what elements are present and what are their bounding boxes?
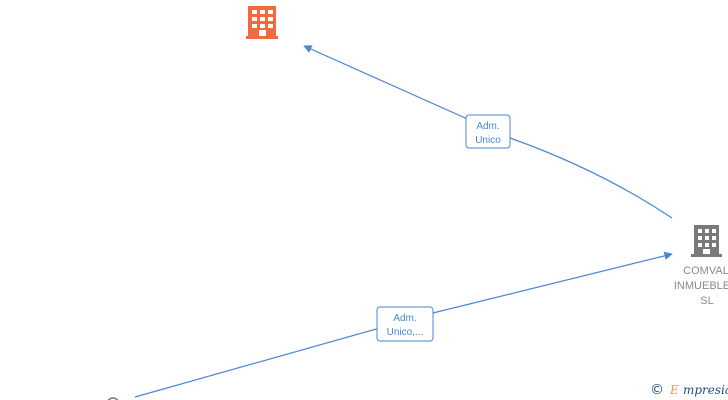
edge-label-adm-unico[interactable]: Adm. Unico bbox=[465, 114, 511, 149]
brand-initial: E bbox=[669, 383, 679, 397]
edge-label-line-1: Adm. bbox=[476, 121, 499, 132]
company-name-line-3: SL bbox=[700, 295, 713, 307]
copyright-icon: © bbox=[650, 382, 664, 398]
building-icon bbox=[246, 6, 278, 39]
edge-line-comval-to-top-company bbox=[303, 45, 673, 219]
person-icon bbox=[107, 397, 119, 400]
company-node-top[interactable] bbox=[246, 6, 278, 39]
edge-label-adm-unico-more[interactable]: Adm. Unico,... bbox=[376, 306, 434, 342]
edge-label-box bbox=[376, 306, 434, 342]
company-node-comval[interactable]: COMVAL INMUEBLE SL bbox=[674, 225, 728, 307]
edge-label-line-2: Unico,... bbox=[387, 327, 424, 338]
empresia-watermark: © E mpresia bbox=[650, 382, 728, 398]
edge-label-line-2: Unico bbox=[475, 135, 501, 146]
person-node-bottom[interactable] bbox=[107, 397, 119, 400]
edge-label-line-1: Adm. bbox=[393, 313, 416, 324]
building-icon bbox=[691, 225, 722, 257]
company-name-line-1: COMVAL bbox=[683, 265, 728, 277]
brand-name: mpresia bbox=[683, 383, 728, 397]
edges-layer: Adm. Unico Adm. Unico,... bbox=[134, 45, 673, 398]
edge-label-box bbox=[465, 114, 511, 149]
company-name-line-2: INMUEBLE bbox=[674, 280, 728, 292]
